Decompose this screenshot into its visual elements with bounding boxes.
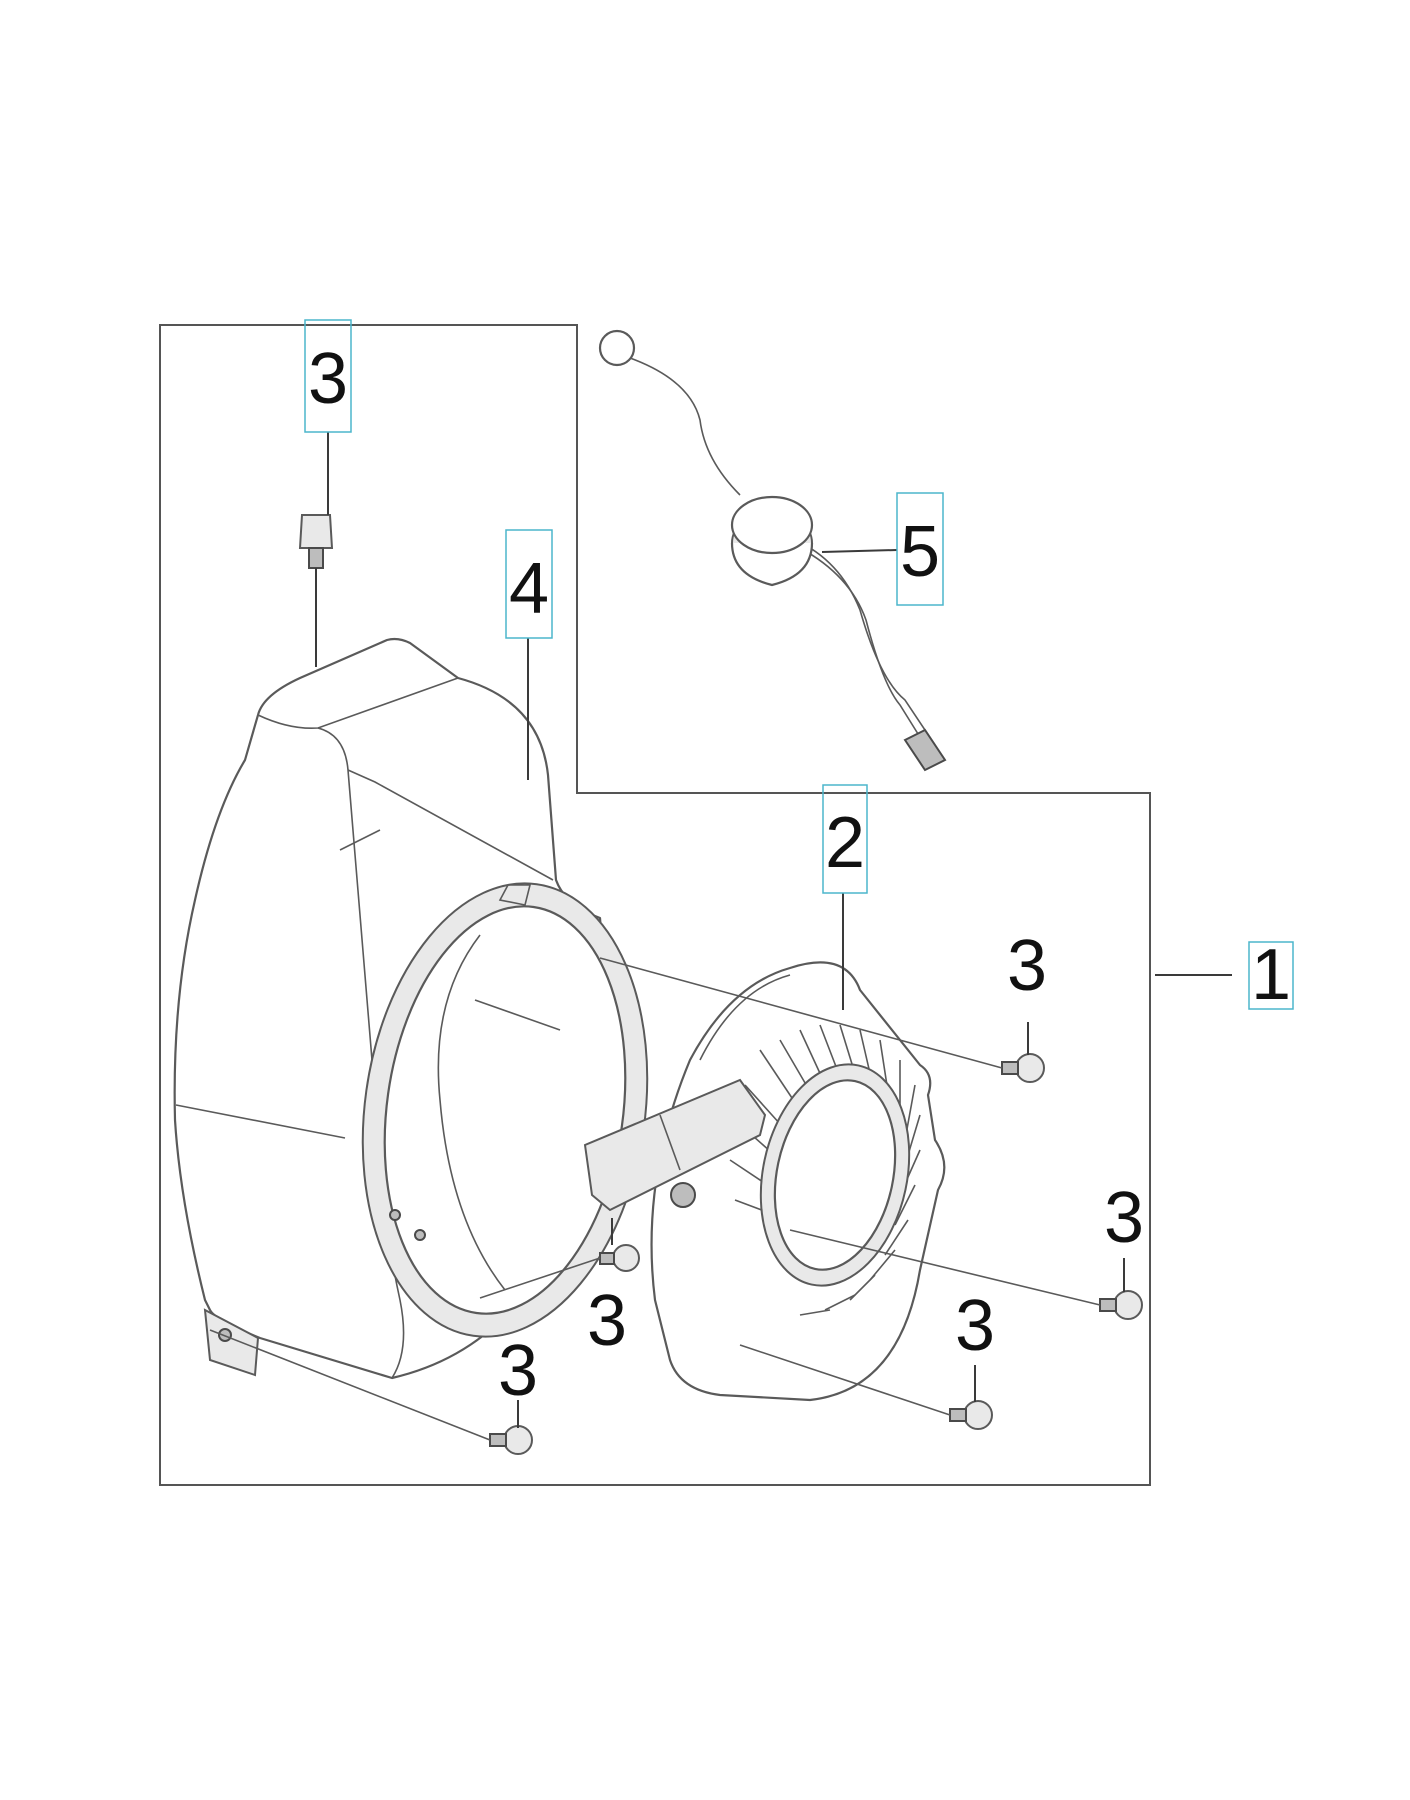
- grip-part: [598, 329, 947, 772]
- callout-3-right-lower: 3: [1104, 1178, 1144, 1258]
- callout-1: 1: [1248, 935, 1294, 1015]
- screw-right-lower-part: [1099, 1290, 1143, 1320]
- svg-text:3: 3: [955, 1286, 995, 1366]
- callout-4: 4: [505, 529, 553, 639]
- assembly-frame: [159, 324, 1151, 1486]
- callout-3-right-upper: 3: [1007, 926, 1047, 1006]
- starter-part: [583, 961, 946, 1402]
- svg-text:3: 3: [308, 339, 348, 419]
- screw-center-lower-part: [949, 1400, 993, 1430]
- svg-text:4: 4: [509, 549, 549, 629]
- svg-text:3: 3: [587, 1281, 627, 1361]
- svg-text:3: 3: [1007, 926, 1047, 1006]
- callout-5: 5: [896, 492, 944, 606]
- screw-bottom-left-part: [489, 1425, 533, 1455]
- callout-3-center: 3: [587, 1281, 627, 1361]
- svg-text:3: 3: [1104, 1178, 1144, 1258]
- fan-cover-part: [173, 637, 649, 1380]
- callout-2: 2: [822, 784, 868, 894]
- screw-center-part: [599, 1244, 640, 1272]
- callout-3-bottom-left: 3: [498, 1331, 538, 1411]
- svg-text:3: 3: [498, 1331, 538, 1411]
- screw-right-upper-part: [1001, 1053, 1045, 1083]
- svg-text:5: 5: [900, 512, 940, 592]
- callout-3-top: 3: [304, 319, 352, 433]
- callout-3-center-lower: 3: [955, 1286, 995, 1366]
- svg-text:2: 2: [825, 803, 865, 883]
- svg-text:1: 1: [1251, 935, 1291, 1015]
- leader-lines: [209, 432, 1232, 1441]
- screw-top-part: [298, 514, 334, 569]
